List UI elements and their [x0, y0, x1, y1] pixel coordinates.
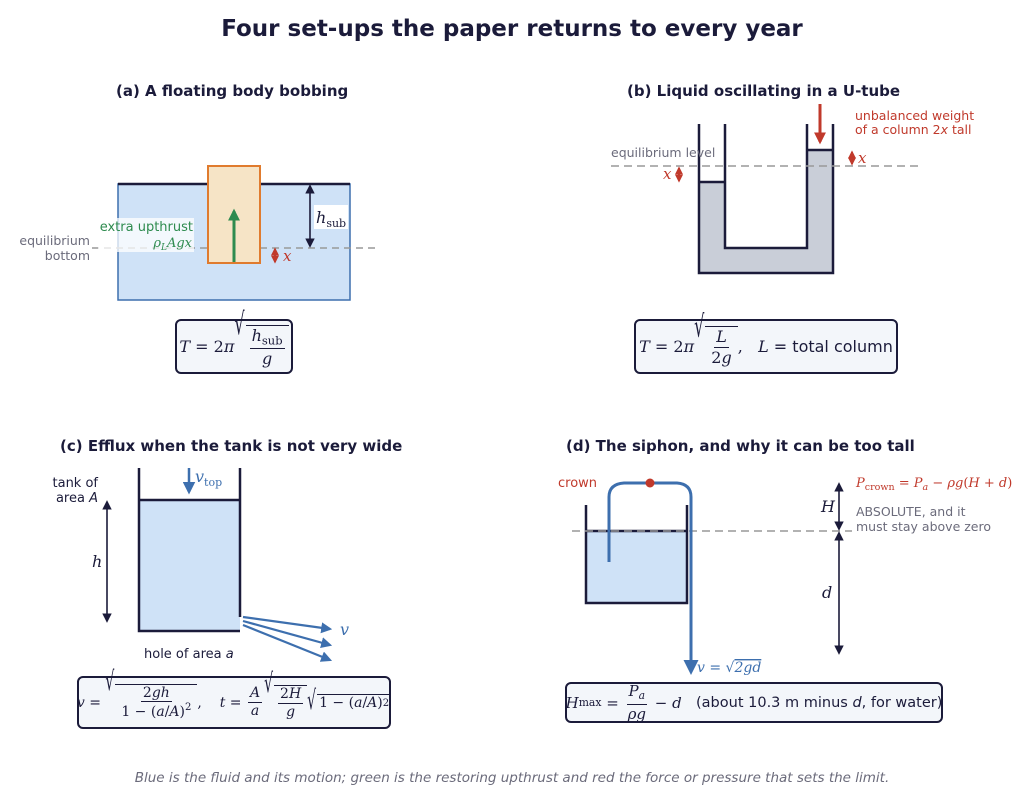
utube-walls	[697, 124, 835, 275]
x-label: x	[283, 247, 292, 265]
hole-label: hole of area a	[144, 647, 234, 662]
panel-c-diagram: tank of area A h vtop v hole of area a	[53, 467, 350, 662]
panel-b-title: (b) Liquid oscillating in a U-tube	[627, 82, 901, 100]
absolute-label-line1: ABSOLUTE, and it	[856, 504, 966, 519]
tank-label-line2: area A	[56, 491, 98, 506]
crown-label: crown	[558, 476, 597, 491]
panel-c-title: (c) Efflux when the tank is not very wid…	[60, 437, 403, 455]
tank-walls	[137, 468, 242, 633]
panel-d-title: (d) The siphon, and why it can be too ta…	[566, 437, 915, 455]
upthrust-formula-label: ρLAgx	[152, 236, 192, 253]
reservoir-walls	[584, 505, 689, 605]
vtop-label: vtop	[195, 467, 222, 489]
panel-a-diagram: equilibrium bottom extra upthrust ρLAgx …	[19, 165, 376, 301]
left-x-label: x	[663, 165, 672, 183]
panel-d-diagram: crown H d Pcrown = Pa − ρg(H + d) ABSOLU…	[558, 476, 1012, 676]
tank-label-line1: tank of	[53, 476, 99, 491]
jet-line-3	[242, 623, 333, 662]
pcrown-label: Pcrown = Pa − ρg(H + d)	[855, 476, 1012, 493]
siphon-reservoir-water	[586, 531, 687, 603]
jet-line-2	[242, 619, 333, 648]
jet-line-1	[242, 615, 333, 634]
page-title: Four set-ups the paper returns to every …	[221, 16, 803, 42]
force-label-line2: of a column 2x tall	[855, 122, 972, 137]
d-label: d	[822, 583, 832, 602]
bottom-label: bottom	[45, 248, 90, 263]
absolute-label-line2: must stay above zero	[856, 519, 991, 534]
utube-liquid	[699, 150, 833, 273]
footer-note: Blue is the fluid and its motion; green …	[134, 770, 890, 786]
tank-water	[139, 500, 240, 631]
right-x-label: x	[858, 149, 867, 167]
force-label-line1: unbalanced weight	[855, 108, 974, 123]
hsub-label-bg	[314, 205, 348, 229]
crown-point	[645, 478, 655, 488]
H-label: H	[820, 497, 836, 516]
outflow-v-label: v = √2gd	[697, 660, 761, 676]
h-label: h	[92, 552, 102, 571]
panel-a-title: (a) A floating body bobbing	[116, 82, 349, 100]
upthrust-label-bg	[98, 218, 194, 252]
upthrust-label: extra upthrust	[100, 220, 193, 235]
efflux-v-label: v	[340, 620, 349, 639]
panel-b-formula-note: = total column	[773, 337, 893, 356]
equilibrium-label: equilibrium	[19, 233, 90, 248]
equilibrium-level-label: equilibrium level	[611, 145, 715, 160]
panel-b-diagram: equilibrium level unbalanced weight of a…	[611, 104, 974, 275]
